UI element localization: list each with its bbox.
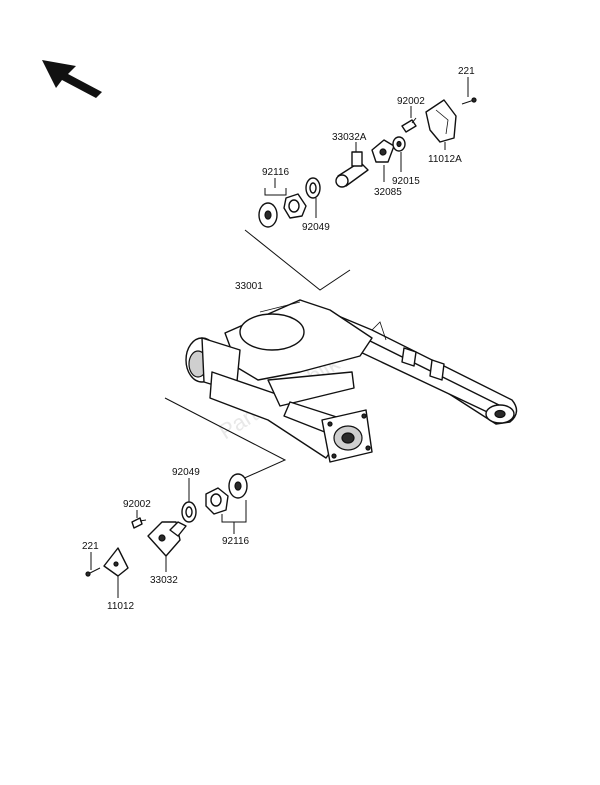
label-11012: 11012 [107,601,135,612]
nut-92015[interactable] [392,136,406,152]
screw-221-top[interactable] [461,97,477,105]
cap-11012[interactable] [103,547,129,577]
label-221-top: 221 [458,66,475,77]
bearing-92116-top[interactable] [258,193,307,228]
label-92049-bottom: 92049 [172,467,200,478]
label-33032: 33032 [150,575,178,586]
bolt-92002-bottom[interactable] [131,517,147,529]
label-221-bottom: 221 [82,541,99,552]
cap-11012A[interactable] [425,99,457,143]
screw-221-bottom[interactable] [85,567,101,577]
label-11012A: 11012A [428,154,462,165]
shaft-33032[interactable] [147,521,187,557]
label-92002-top: 92002 [397,96,425,107]
label-92002-bottom: 92002 [123,499,151,510]
swing-arm[interactable] [185,299,518,463]
direction-arrow-icon [42,60,102,98]
bracket-32085[interactable] [371,139,395,163]
label-33001: 33001 [235,281,263,292]
label-92116-top: 92116 [262,167,290,178]
leader-line-top [244,229,351,291]
bearing-92116-bottom[interactable] [205,473,248,515]
label-32085: 32085 [374,187,402,198]
label-92015: 92015 [392,176,420,187]
seal-92049-top[interactable] [305,177,321,199]
bolt-92002-top[interactable] [401,117,417,133]
seal-92049-bottom[interactable] [181,501,197,523]
label-33032A: 33032A [332,132,367,143]
label-92049-top: 92049 [302,222,330,233]
shaft-33032A[interactable] [335,151,369,188]
label-92116-bottom: 92116 [222,536,250,547]
leader-line-bottom [164,397,287,481]
